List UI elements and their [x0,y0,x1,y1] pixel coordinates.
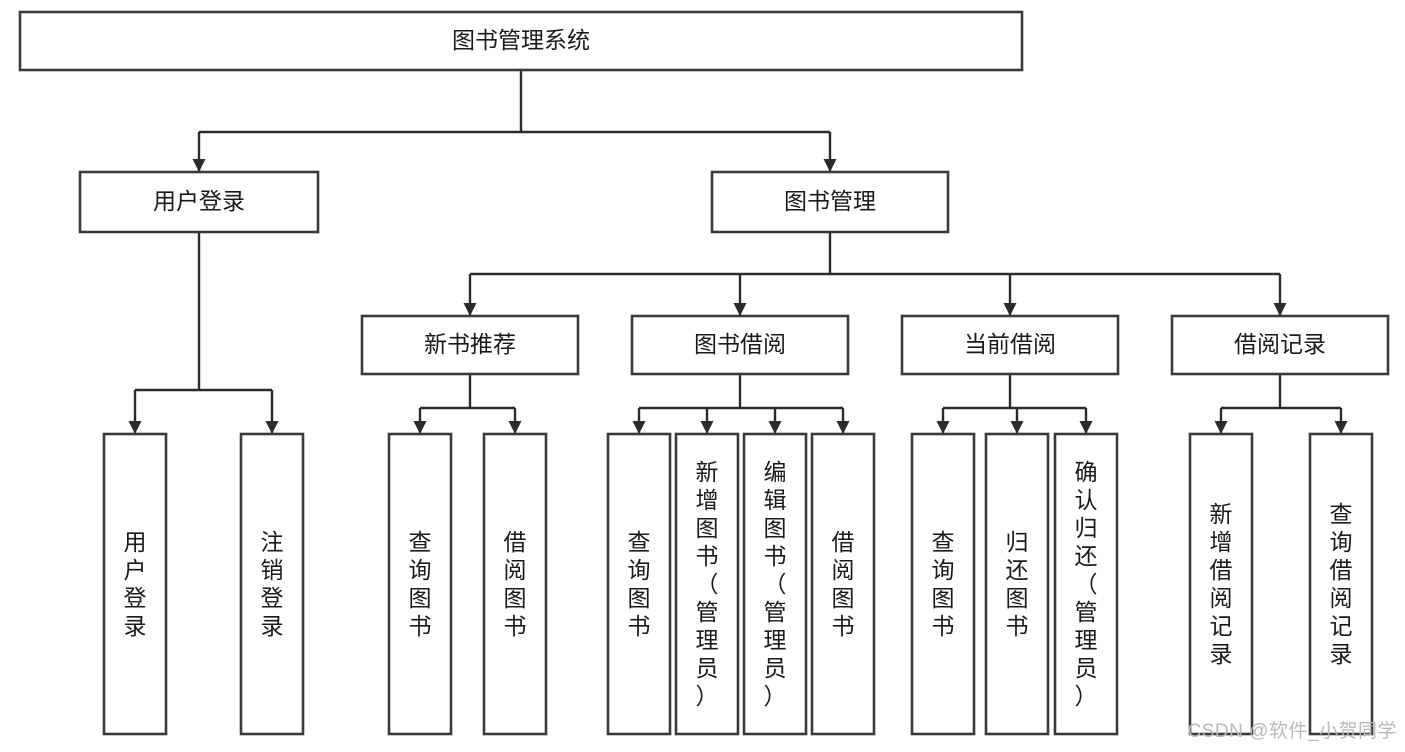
node-box [360,314,580,376]
connector-arrowhead [1003,303,1017,316]
node-box [1053,432,1119,736]
node-box [984,432,1050,736]
node-label: 图书管理 [784,188,876,214]
node-label-vertical: 查询图书 [409,529,432,639]
node-leaf-query-book-recommend[interactable]: 查询图书 [387,432,453,736]
node-box [102,432,168,736]
node-label-vertical: 确认归还（管理员） [1075,459,1098,709]
node-leaf-logout-login[interactable]: 注销登录 [239,432,305,736]
node-box [387,432,453,736]
node-leaf-borrow-book-recommend[interactable]: 借阅图书 [482,432,548,736]
node-label-vertical: 借阅图书 [832,529,855,639]
node-leaf-add-borrow-record[interactable]: 新增借阅记录 [1188,432,1254,736]
connector-arrowhead [733,303,747,316]
node-label: 图书借阅 [694,331,786,357]
node-label-vertical: 查询图书 [932,529,955,639]
node-box [910,432,976,736]
node-label-vertical: 归还图书 [1006,529,1029,639]
node-box [78,170,320,234]
node-box [742,432,808,736]
node-leaf-return-book[interactable]: 归还图书 [984,432,1050,736]
node-leaf-query-book-borrow[interactable]: 查询图书 [606,432,672,736]
node-box [482,432,548,736]
nodes-layer: 图书管理系统用户登录图书管理新书推荐图书借阅当前借阅借阅记录用户登录注销登录查询… [18,10,1390,736]
node-label: 当前借阅 [964,331,1056,357]
node-user-login[interactable]: 用户登录 [78,170,320,234]
node-leaf-confirm-return-admin[interactable]: 确认归还（管理员） [1053,432,1119,736]
node-label-vertical: 借阅图书 [504,529,527,639]
connector-arrowhead [700,421,714,434]
connector-arrowhead [836,421,850,434]
connector-arrowhead [463,303,477,316]
node-borrow-record[interactable]: 借阅记录 [1170,314,1390,376]
node-box [900,314,1120,376]
connector-arrowhead [823,159,837,172]
node-label: 用户登录 [153,188,245,214]
node-label-vertical: 新增图书（管理员） [696,459,719,709]
node-leaf-add-book-admin[interactable]: 新增图书（管理员） [674,432,740,736]
node-label-vertical: 编辑图书（管理员） [764,459,787,709]
csdn-watermark: CSDN @软件_小贺同学 [1187,721,1397,742]
node-box [1170,314,1390,376]
node-box [630,314,850,376]
node-label-vertical: 用户登录 [124,529,147,639]
node-leaf-query-borrow-record[interactable]: 查询借阅记录 [1308,432,1374,736]
node-label-vertical: 新增借阅记录 [1210,501,1233,667]
connector-arrowhead [265,421,279,434]
node-label: 新书推荐 [424,331,516,357]
connector-arrowhead [1334,421,1348,434]
node-box [18,10,1024,72]
node-book-management[interactable]: 图书管理 [710,170,950,234]
node-box [674,432,740,736]
node-root-root[interactable]: 图书管理系统 [18,10,1024,72]
node-leaf-edit-book-admin[interactable]: 编辑图书（管理员） [742,432,808,736]
node-box [1188,432,1254,736]
node-leaf-user-login[interactable]: 用户登录 [102,432,168,736]
connector-arrowhead [413,421,427,434]
connector-arrowhead [508,421,522,434]
node-label-vertical: 查询图书 [628,529,651,639]
node-current-borrow[interactable]: 当前借阅 [900,314,1120,376]
node-leaf-borrow-book[interactable]: 借阅图书 [810,432,876,736]
node-new-book-recommend[interactable]: 新书推荐 [360,314,580,376]
node-box [1308,432,1374,736]
connector-arrowhead [632,421,646,434]
node-box [710,170,950,234]
node-box [239,432,305,736]
connector-arrowhead [936,421,950,434]
connector-arrowhead [1273,303,1287,316]
node-book-borrow[interactable]: 图书借阅 [630,314,850,376]
connector-arrowhead [768,421,782,434]
connector-arrowhead [1079,421,1093,434]
node-box [606,432,672,736]
node-label-vertical: 查询借阅记录 [1330,501,1353,667]
node-box [810,432,876,736]
connector-arrowhead [192,159,206,172]
connectors-layer [128,70,1348,434]
connector-arrowhead [1010,421,1024,434]
node-label: 借阅记录 [1234,331,1326,357]
node-label: 图书管理系统 [452,27,590,53]
connector-arrowhead [1214,421,1228,434]
connector-arrowhead [128,421,142,434]
node-leaf-query-book-current[interactable]: 查询图书 [910,432,976,736]
node-label-vertical: 注销登录 [261,529,284,639]
